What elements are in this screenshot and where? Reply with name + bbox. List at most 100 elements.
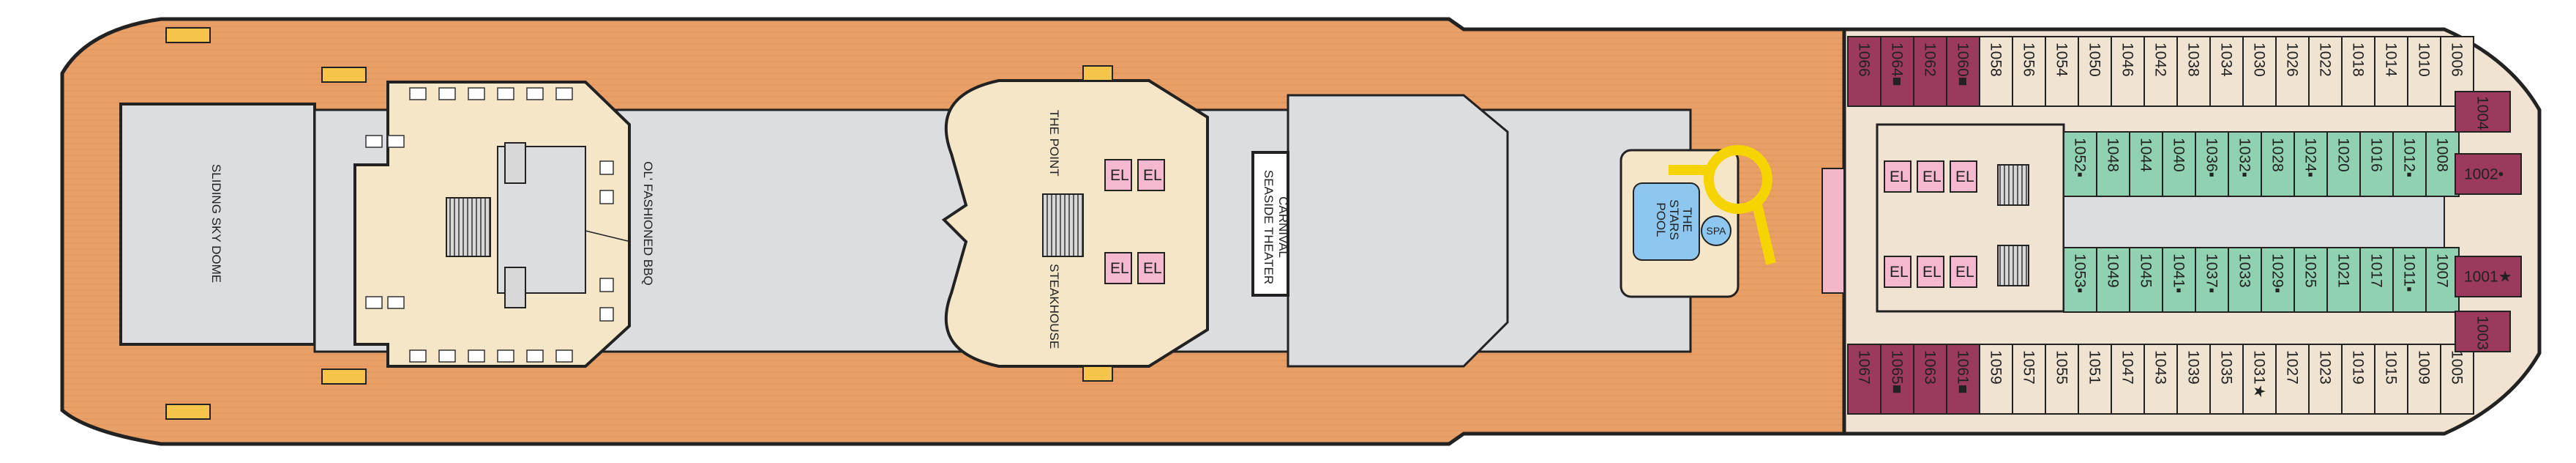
cabin-number: 1037▪	[2204, 253, 2220, 293]
cabin-number: 1047	[2119, 350, 2136, 385]
cabin	[2228, 131, 2262, 197]
cabin	[2176, 36, 2211, 107]
cabin	[2425, 131, 2460, 197]
elevator-label: EL	[1143, 167, 1162, 184]
cabin-number: 1054	[2053, 42, 2070, 77]
pool-label-2: STARS	[1667, 199, 1681, 240]
sky-dome	[119, 103, 316, 346]
cabin	[2176, 344, 2211, 415]
cabin	[1946, 36, 1980, 107]
cabin-number: 1045	[2138, 253, 2154, 288]
cabin-number: 1044	[2138, 138, 2154, 172]
cabin	[2261, 131, 2295, 197]
bbq-seating	[365, 87, 614, 363]
cabin-number: 1057	[2021, 350, 2037, 385]
cabin-number: 1005	[2449, 350, 2465, 385]
cabin-number: 1065■	[1889, 350, 1906, 393]
cabin	[2111, 344, 2145, 415]
cabin-number: 1025	[2302, 253, 2319, 288]
cabin-number: 1052▪	[2072, 138, 2089, 177]
cabin	[2129, 131, 2163, 197]
cabin-number: 1048	[2105, 138, 2122, 172]
lifeboat-marker	[321, 67, 367, 83]
bow-suite	[2455, 256, 2522, 297]
cabin-number: 1018	[2350, 42, 2367, 77]
cabin	[2143, 344, 2178, 415]
cabin-number: 1064■	[1889, 42, 1906, 86]
cabin-number: 1002•	[2464, 166, 2504, 183]
cabin	[2275, 344, 2310, 415]
cabin	[2063, 131, 2097, 197]
cabin-number: 1061■	[1955, 350, 1972, 393]
cabin-number: 1026	[2284, 42, 2301, 77]
cabin-number: 1017	[2368, 253, 2385, 288]
elevator-label: EL	[1922, 264, 1942, 281]
stairwell	[1042, 193, 1084, 257]
cabin	[2162, 131, 2196, 197]
cabin	[2308, 36, 2343, 107]
cabin-number: 1024▪	[2302, 138, 2319, 177]
lifeboat-marker	[1082, 366, 1113, 382]
theater-screen	[1287, 94, 1509, 368]
cabin-number: 1041▪	[2171, 253, 2187, 293]
bow-suite	[2455, 91, 2511, 133]
cabin	[2374, 344, 2408, 415]
cabin-number: 1004	[2474, 96, 2491, 130]
cabin-number: 1030	[2251, 42, 2268, 77]
cabin-number: 1033	[2236, 253, 2253, 288]
bbq-label: OL' FASHIONED BBQ	[641, 161, 655, 286]
cabin	[1979, 36, 2013, 107]
cabin-number: 1056	[2021, 42, 2037, 77]
cabin	[2407, 344, 2441, 415]
theater-label-2: SEASIDE THEATER	[1262, 170, 1276, 284]
elevator-label: EL	[1955, 264, 1974, 281]
cabin-number: 1060■	[1955, 42, 1972, 86]
cabin	[2341, 344, 2375, 415]
cabin	[2045, 344, 2079, 415]
cabin	[2294, 247, 2328, 313]
cabin-number: 1039	[2185, 350, 2202, 385]
cabin-number: 1063	[1922, 350, 1939, 385]
cabin-number: 1007	[2434, 253, 2451, 288]
stairwell	[446, 197, 491, 257]
elevator-label: EL	[1110, 167, 1129, 184]
cabin	[2228, 247, 2262, 313]
cabin-number: 1023	[2317, 350, 2334, 385]
theater-sign	[1251, 151, 1289, 297]
water-slide	[1669, 165, 1776, 265]
cabin-number: 1020	[2335, 138, 2352, 172]
cabin-number: 1035	[2218, 350, 2235, 385]
cabin-number: 1040	[2171, 138, 2187, 172]
forward-elevators	[1884, 160, 1977, 288]
cabin-number: 1015	[2383, 350, 2400, 385]
cabin-number: 1067	[1856, 350, 1873, 385]
elevator-label: EL	[1890, 264, 1909, 281]
cabin-number: 1059	[1988, 350, 2004, 385]
cabin	[2096, 247, 2130, 313]
cabin-number: 1006	[2449, 42, 2465, 77]
cabin	[2129, 247, 2163, 313]
water-slide-loop	[1704, 145, 1772, 214]
cabin	[2078, 344, 2112, 415]
elevator-label: EL	[1890, 168, 1909, 185]
cabin-number: 1008	[2434, 138, 2451, 172]
elevator-label: EL	[1110, 260, 1129, 277]
cabin-number: 1050	[2086, 42, 2103, 77]
cabin	[2294, 131, 2328, 197]
steakhouse-elevators	[1104, 159, 1165, 284]
cabin-number: 1038	[2185, 42, 2202, 77]
cabin-number: 1046	[2119, 42, 2136, 77]
elevator-label: EL	[1955, 168, 1974, 185]
cabin	[2143, 36, 2178, 107]
cabin-number: 1036▪	[2204, 138, 2220, 177]
pool-label-1: THE	[1680, 207, 1694, 232]
bbq-venue	[353, 81, 631, 368]
cabin-number: 1003	[2474, 316, 2491, 350]
cabin-number: 1062	[1922, 42, 1939, 77]
